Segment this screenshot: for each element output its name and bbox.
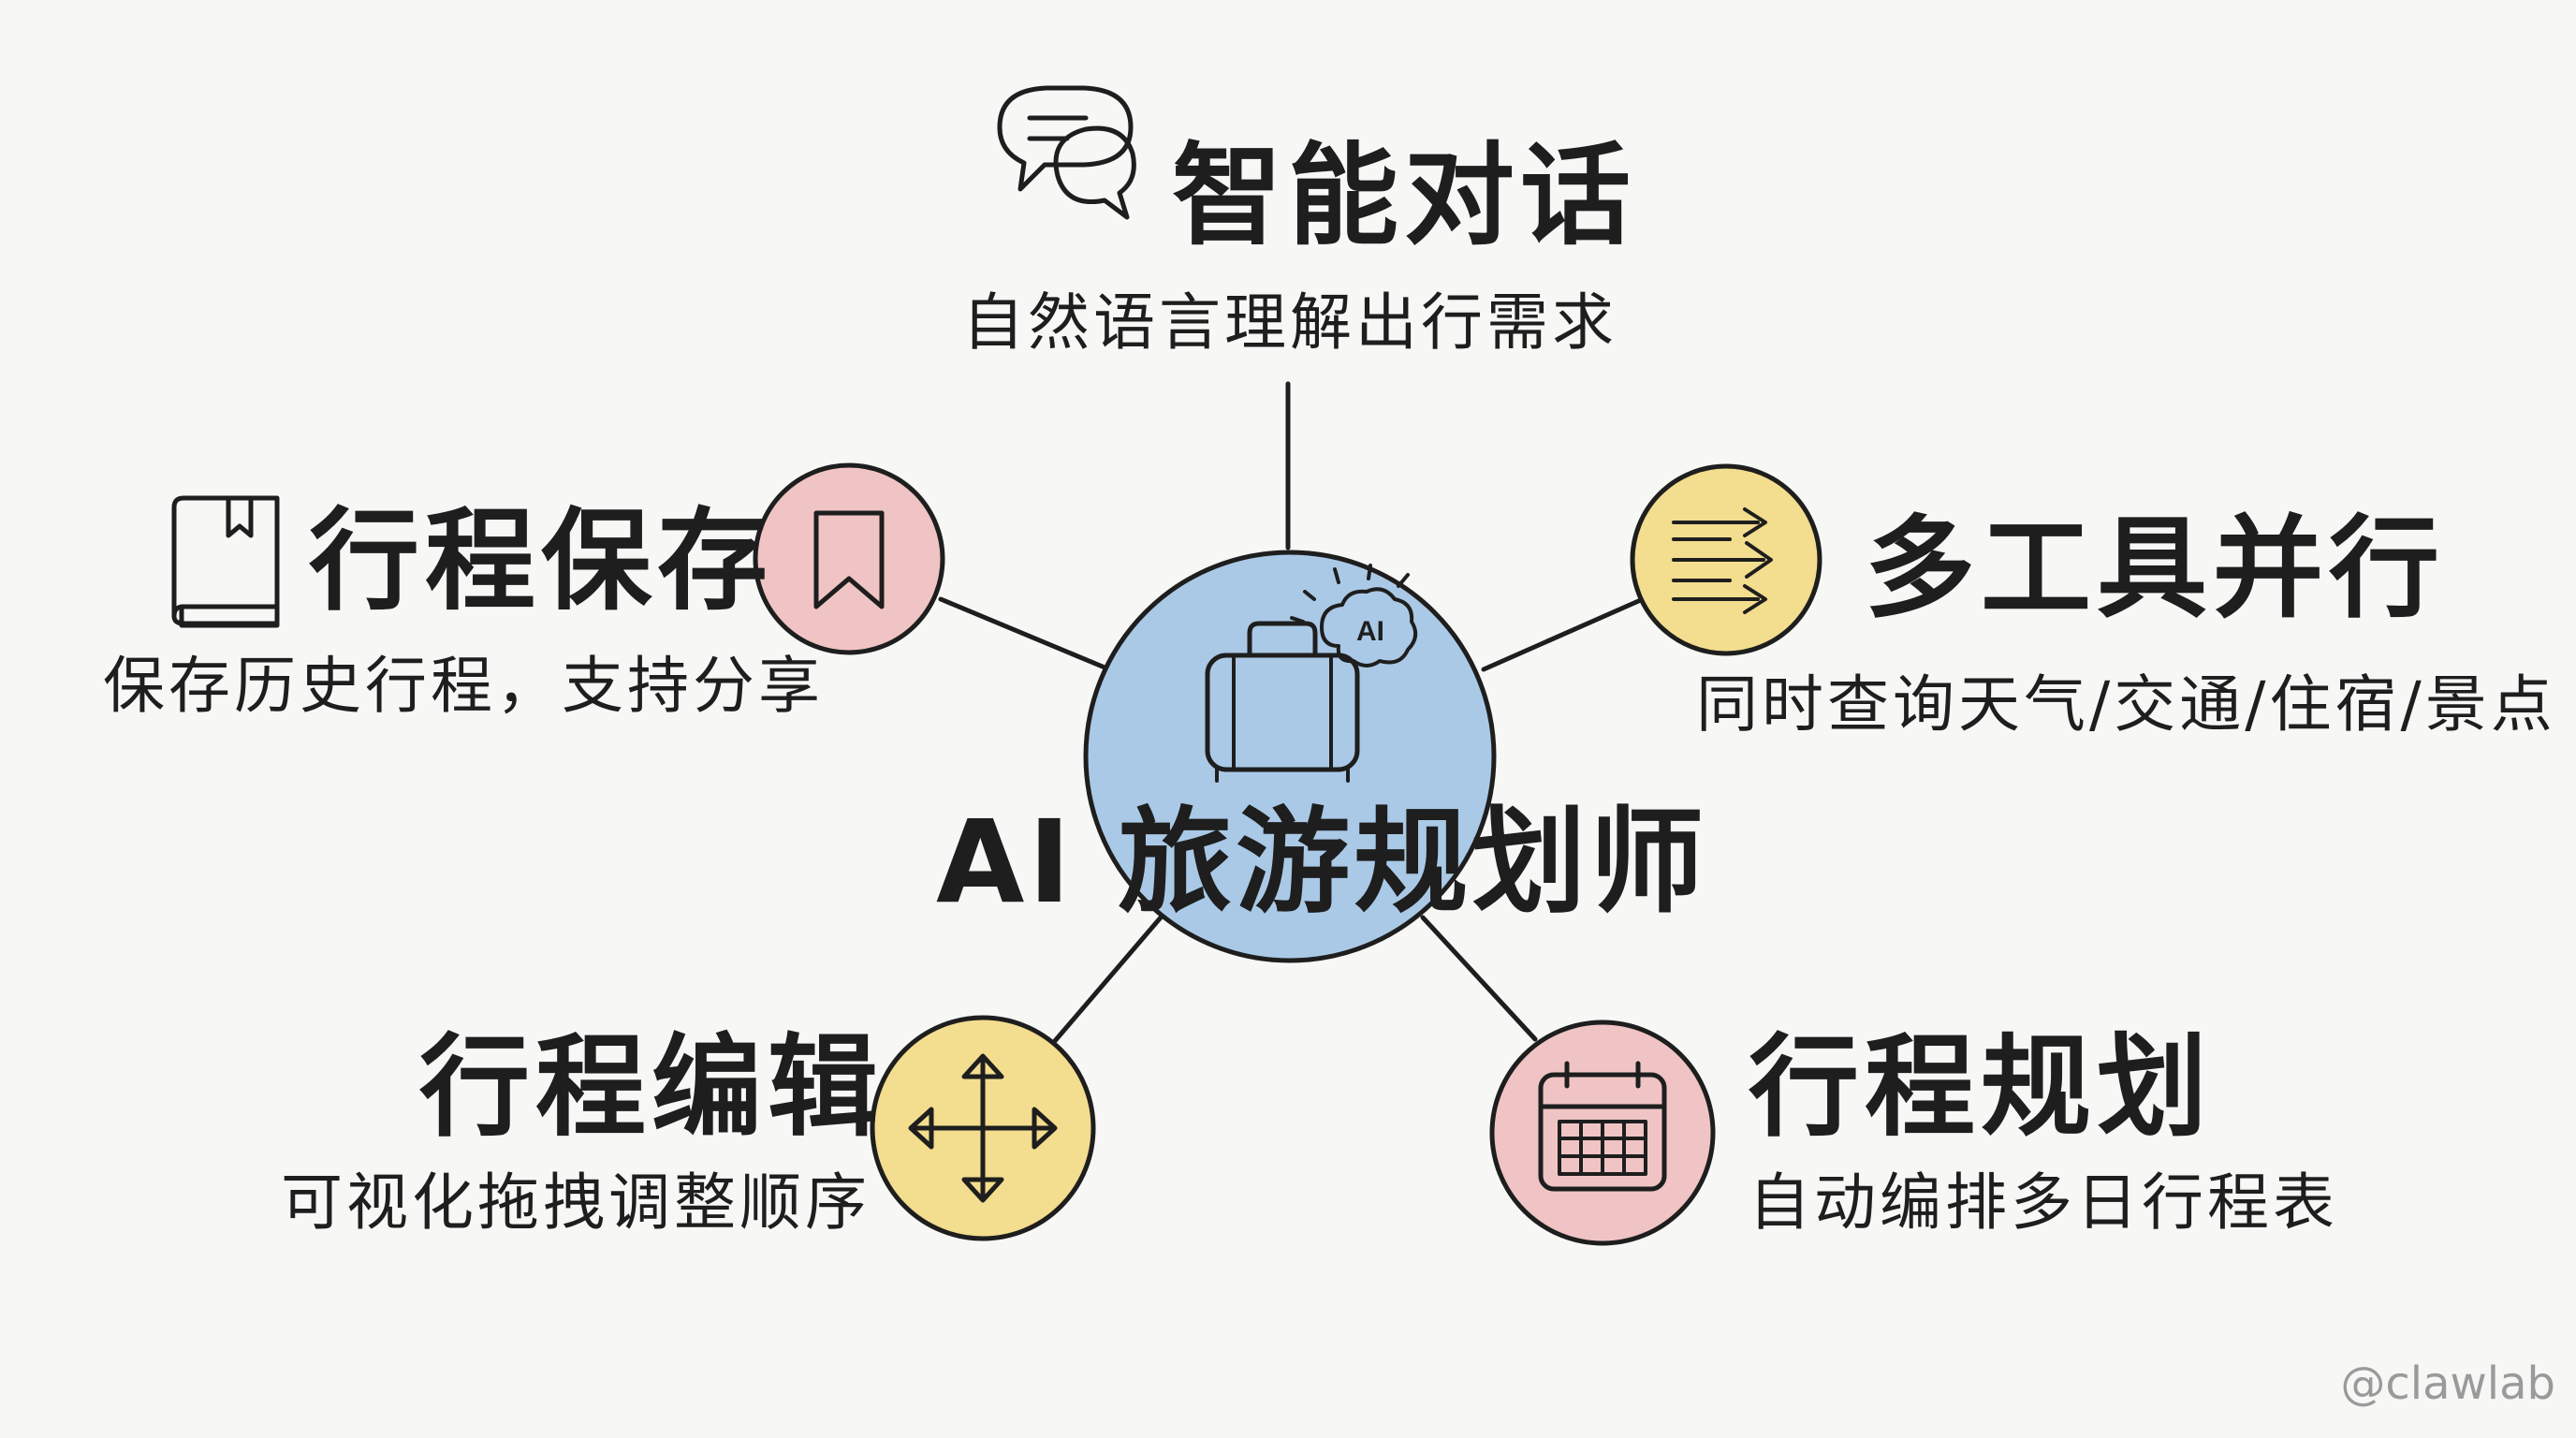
book-icon xyxy=(171,495,280,628)
center-title: AI 旅游规划师 xyxy=(936,796,1708,929)
bookmark-icon xyxy=(813,510,885,609)
connector-plan xyxy=(1420,915,1538,1042)
center-hub: AI xyxy=(1083,550,1497,963)
node-edit-icon xyxy=(870,1015,1849,1241)
connector-tools xyxy=(1481,596,1646,672)
calendar-icon xyxy=(1538,1061,1667,1192)
ai-badge-label: AI xyxy=(1356,616,1384,647)
connector-save xyxy=(938,596,1112,672)
node-edit-desc: 可视化拖拽调整顺序 xyxy=(281,1167,871,1239)
parallel-arrows-icon xyxy=(1672,507,1773,614)
center-hub-circle xyxy=(1083,550,1497,963)
node-save-desc: 保存历史行程，支持分享 xyxy=(103,650,824,722)
node-plan-icon xyxy=(1489,1020,1716,1246)
node-chat-title: 智能对话 xyxy=(1172,131,1637,260)
suitcase-ai-icon: AI xyxy=(1205,564,1418,783)
connector-edit xyxy=(1046,915,1164,1051)
node-edit-title: 行程编辑 xyxy=(419,1022,885,1152)
connector-lines xyxy=(938,381,1646,1051)
node-save-title: 行程保存 xyxy=(309,496,774,625)
node-plan-desc: 自动编排多日行程表 xyxy=(1749,1167,2338,1239)
node-tools-title: 多工具并行 xyxy=(1865,504,2446,633)
move-arrows-icon xyxy=(908,1053,1849,1203)
node-tools-desc: 同时查询天气/交通/住宿/景点 xyxy=(1696,668,2556,741)
node-plan-title: 行程规划 xyxy=(1749,1022,2214,1152)
chat-bubbles-icon xyxy=(997,85,1136,220)
node-tools-icon xyxy=(1630,463,1822,656)
watermark: @clawlab xyxy=(2340,1357,2555,1410)
node-chat-desc: 自然语言理解出行需求 xyxy=(962,286,1617,359)
node-save-icon xyxy=(753,462,945,655)
